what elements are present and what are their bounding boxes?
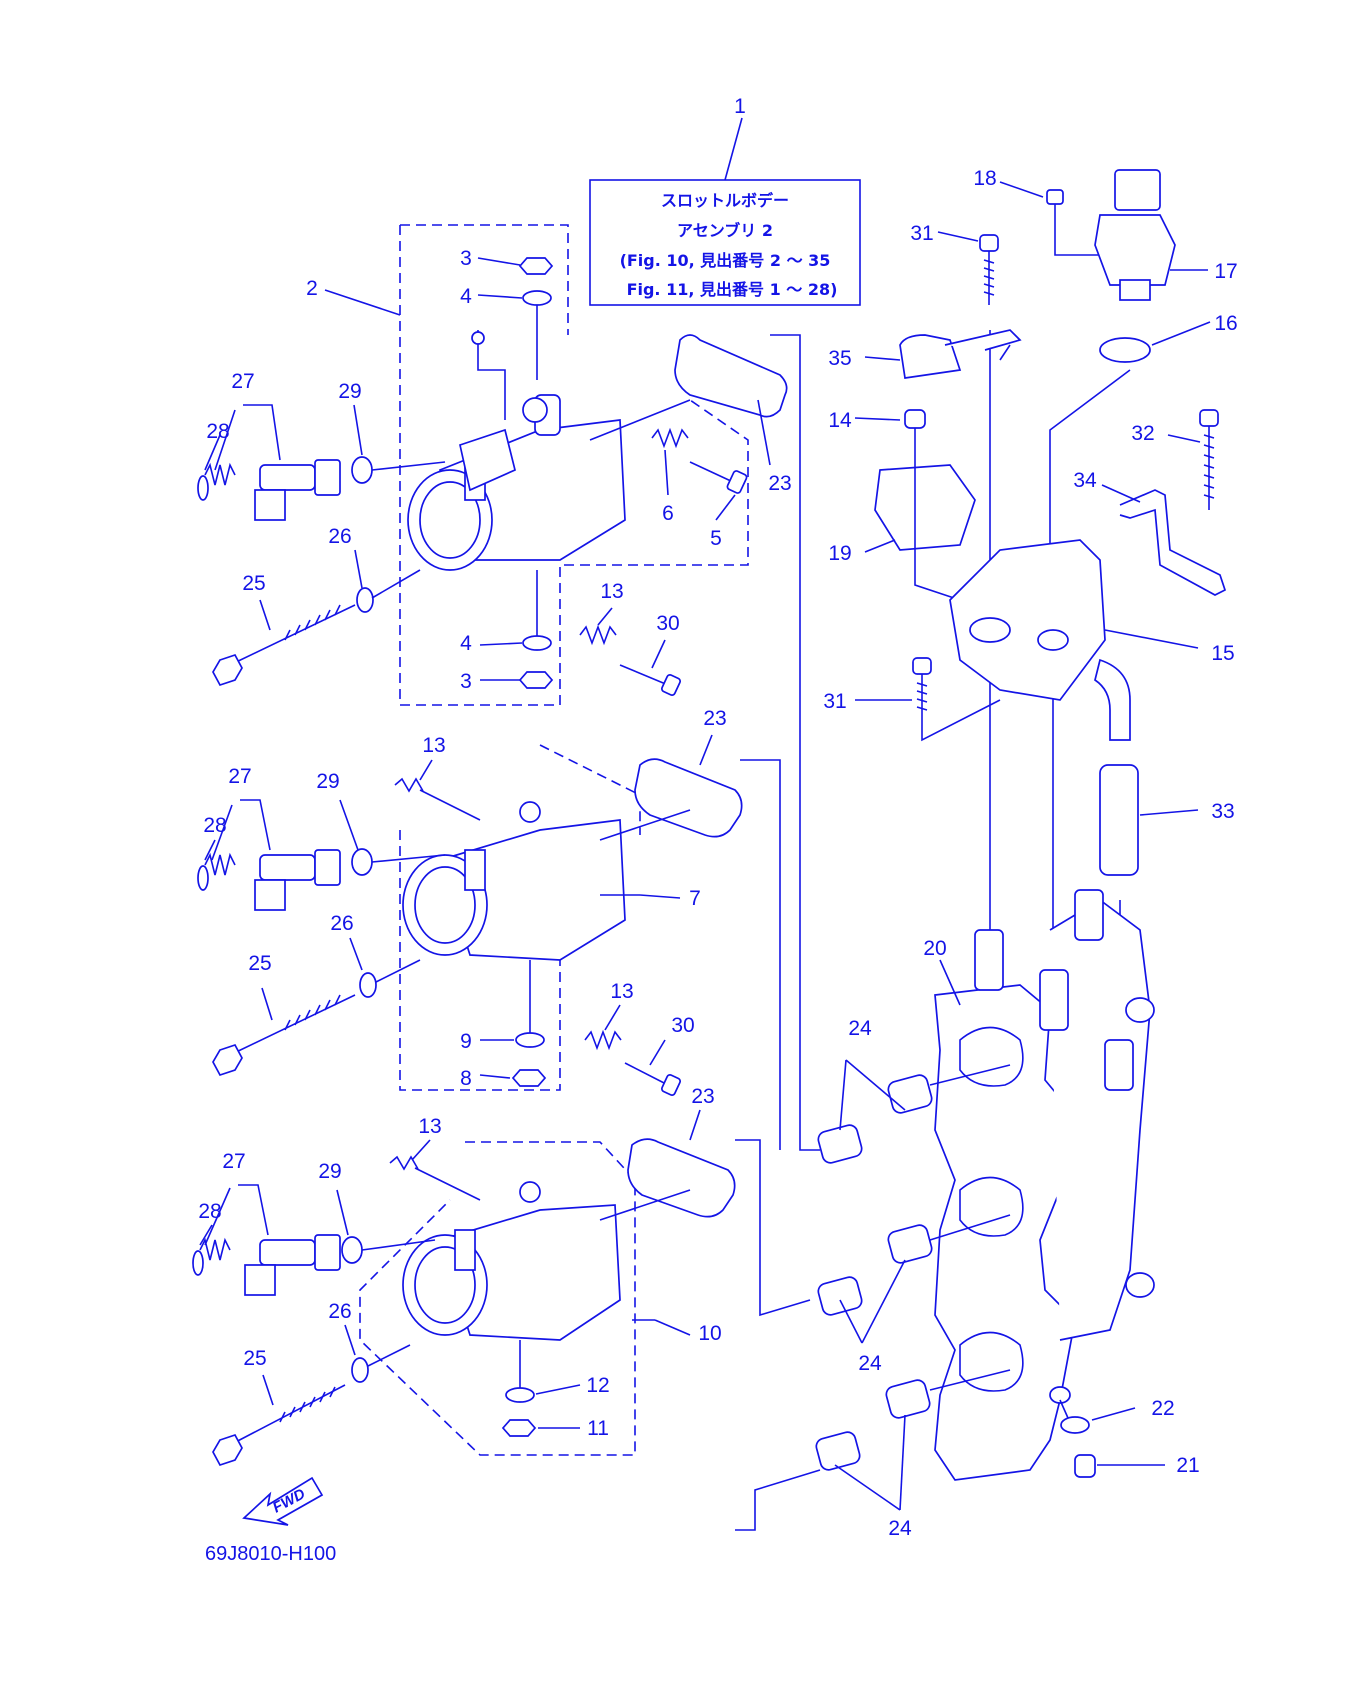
callout-23: 23 [768, 472, 791, 495]
callout-13: 13 [600, 580, 623, 603]
callout-19: 19 [828, 542, 851, 565]
callout-3: 3 [460, 247, 472, 270]
callout-30: 30 [656, 612, 679, 635]
drawing-code: 69J8010-H100 [205, 1543, 336, 1565]
callout-18: 18 [973, 167, 996, 190]
callout-numbers: 1 2 3 4 27 28 29 6 5 23 26 25 13 30 4 3 … [198, 95, 1237, 1540]
callout-20: 20 [923, 937, 946, 960]
callout-13c: 13 [610, 980, 633, 1003]
leader-lines [199, 181, 1211, 1511]
callout-32: 32 [1131, 422, 1154, 445]
fwd-arrow-icon: FWD [242, 1476, 324, 1526]
throttle-body-upper [197, 224, 788, 706]
callout-26c: 26 [328, 1300, 351, 1323]
callout-1: 1 [734, 95, 746, 118]
callout-12: 12 [586, 1374, 609, 1397]
callout-11: 11 [587, 1417, 609, 1440]
callout-5: 5 [710, 527, 722, 550]
callout-25: 25 [242, 572, 265, 595]
callout-13d: 13 [418, 1115, 441, 1138]
callout-34: 34 [1073, 469, 1097, 492]
throttle-body-lower [192, 1138, 736, 1467]
callout-22: 22 [1151, 1397, 1174, 1420]
callout-23b: 23 [703, 707, 726, 730]
callout-24b: 24 [858, 1352, 882, 1375]
callout-33: 33 [1211, 800, 1234, 823]
callout-35: 35 [828, 347, 851, 370]
assembly-box-line2: アセンブリ 2 [677, 221, 773, 240]
assembly-box-line3: (Fig. 10, 見出番号 2 ～ 35 [620, 251, 831, 270]
callout-21: 21 [1176, 1454, 1199, 1477]
callout-24: 24 [848, 1017, 872, 1040]
callout-27: 27 [231, 370, 254, 393]
callout-2: 2 [306, 277, 318, 300]
callout-30b: 30 [671, 1014, 694, 1037]
assembly-box-line1: スロットルボデー [661, 191, 789, 210]
intake-manifold [815, 889, 1155, 1481]
callout-26b: 26 [330, 912, 353, 935]
throttle-body-middle [197, 744, 743, 1096]
callout-15: 15 [1211, 642, 1234, 665]
callout-7: 7 [689, 887, 701, 910]
callout-24c: 24 [888, 1517, 912, 1540]
callout-28c: 28 [198, 1200, 221, 1223]
callout-4b: 4 [460, 632, 472, 655]
callout-28: 28 [206, 420, 229, 443]
callout-31: 31 [910, 222, 933, 245]
callout-23c: 23 [691, 1085, 714, 1108]
callout-27c: 27 [222, 1150, 245, 1173]
callout-31b: 31 [823, 690, 846, 713]
callout-25c: 25 [243, 1347, 266, 1370]
assembly-reference-box: スロットルボデー アセンブリ 2 (Fig. 10, 見出番号 2 ～ 35 F… [589, 117, 861, 306]
callout-26: 26 [328, 525, 351, 548]
callout-17: 17 [1214, 260, 1237, 283]
callout-27b: 27 [228, 765, 251, 788]
callout-6: 6 [662, 502, 674, 525]
callout-3b: 3 [460, 670, 472, 693]
callout-14: 14 [828, 409, 852, 432]
callout-8: 8 [460, 1067, 472, 1090]
callout-4: 4 [460, 285, 472, 308]
sensor-group [874, 169, 1227, 876]
assembly-box-line4: Fig. 11, 見出番号 1 ～ 28) [627, 280, 838, 299]
callout-29b: 29 [316, 770, 339, 793]
callout-13b: 13 [422, 734, 445, 757]
callout-28b: 28 [203, 814, 226, 837]
callout-29c: 29 [318, 1160, 341, 1183]
callout-9: 9 [460, 1030, 472, 1053]
callout-25b: 25 [248, 952, 271, 975]
callout-29: 29 [338, 380, 361, 403]
callout-10: 10 [698, 1322, 721, 1345]
callout-16: 16 [1214, 312, 1237, 335]
